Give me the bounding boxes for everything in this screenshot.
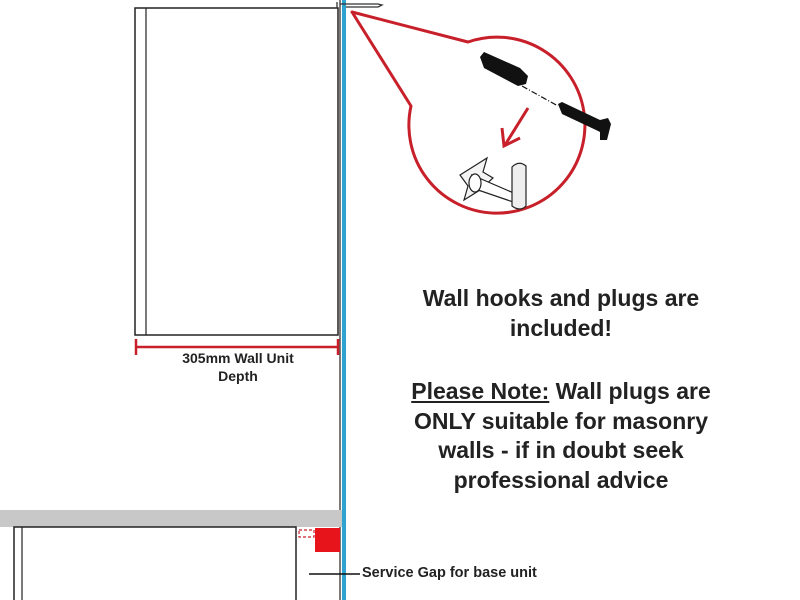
masonry-note: Please Note: Wall plugs are ONLY suitabl… (370, 377, 752, 495)
wall-unit (134, 7, 339, 336)
depth-label-line1: 305mm Wall Unit (182, 350, 294, 366)
base-unit (13, 526, 297, 600)
note-line3: walls - if in doubt seek (438, 437, 684, 463)
wall-blue (342, 0, 346, 600)
hooks-included-heading: Wall hooks and plugs are included! (370, 284, 752, 343)
wall-plug-icon (480, 52, 611, 140)
note-line4: professional advice (453, 466, 669, 493)
service-gap-dashed-marker (298, 529, 315, 538)
depth-label-line2: Depth (218, 368, 258, 384)
worktop (0, 510, 342, 527)
headline-line2: included! (509, 314, 613, 341)
headline-line1: Wall hooks and plugs are (422, 285, 700, 311)
hook-icon (459, 156, 527, 210)
wall-hook-icon (336, 2, 384, 8)
callout-bubble (350, 10, 587, 215)
arrow-icon (500, 107, 530, 149)
note-line1-rest: Wall plugs are (549, 378, 711, 404)
note-label: Please Note: (411, 378, 550, 404)
service-gap-marker (315, 528, 340, 552)
depth-label: 305mm Wall Unit Depth (140, 349, 336, 385)
service-gap-label: Service Gap for base unit (362, 565, 537, 581)
note-line2: ONLY suitable for masonry (414, 407, 708, 434)
depth-dimension (134, 339, 340, 355)
note-line1: Please Note: Wall plugs are (370, 377, 752, 407)
